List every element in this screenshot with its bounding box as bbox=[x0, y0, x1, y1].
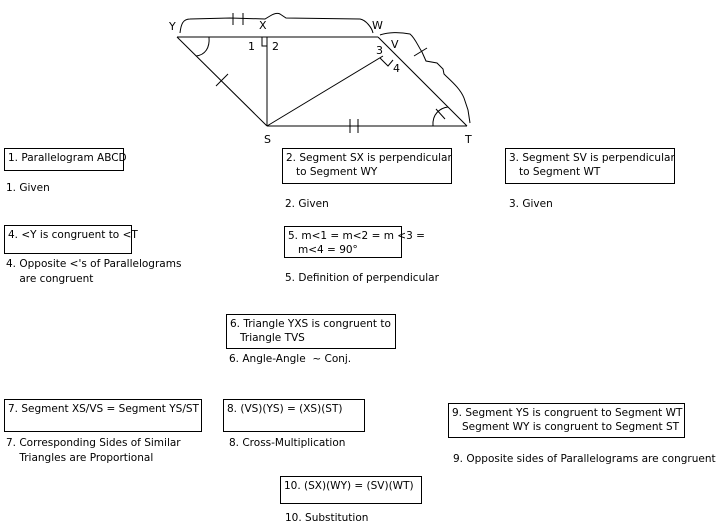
segment-WT bbox=[377, 36, 468, 127]
statement-10: 10. (SX)(WY) = (SV)(WT) bbox=[280, 476, 422, 504]
reason-8: 8. Cross-Multiplication bbox=[229, 437, 346, 449]
right-angle-mark-V bbox=[379, 57, 394, 67]
reason-7: 7. Corresponding Sides of Similar Triang… bbox=[6, 437, 181, 464]
brace-WT bbox=[379, 32, 471, 124]
segment-YS bbox=[176, 36, 268, 127]
segment-SV bbox=[266, 55, 384, 127]
reason-3: 3. Given bbox=[509, 198, 553, 210]
reason-9: 9. Opposite sides of Parallelograms are … bbox=[453, 453, 716, 465]
label-X: X bbox=[259, 19, 267, 32]
reason-5: 5. Definition of perpendicular bbox=[285, 272, 439, 284]
statement-9: 9. Segment YS is congruent to Segment WT… bbox=[448, 403, 685, 438]
label-S: S bbox=[264, 133, 271, 146]
right-angle-mark-X bbox=[261, 37, 267, 47]
statement-5: 5. m<1 = m<2 = m <3 = m<4 = 90° bbox=[284, 226, 425, 258]
reason-2: 2. Given bbox=[285, 198, 329, 210]
label-angle-2: 2 bbox=[272, 40, 279, 53]
label-angle-1: 1 bbox=[248, 40, 255, 53]
angle-tick-T bbox=[435, 108, 446, 120]
statement-6: 6. Triangle YXS is congruent to Triangle… bbox=[226, 314, 396, 349]
tick-YS bbox=[215, 73, 229, 87]
label-angle-4: 4 bbox=[393, 62, 400, 75]
statement-1: 1. Parallelogram ABCD bbox=[4, 148, 127, 171]
brace-tick-WT bbox=[413, 47, 428, 57]
angle-arc-T bbox=[432, 106, 449, 127]
angle-arc-Y bbox=[195, 36, 210, 57]
label-angle-3: 3 bbox=[376, 44, 383, 57]
statement-3: 3. Segment SV is perpendicular to Segmen… bbox=[505, 148, 675, 184]
statement-4: 4. <Y is congruent to <T bbox=[4, 225, 138, 254]
reason-6: 6. Angle-Angle ~ Conj. bbox=[229, 353, 352, 365]
label-V: V bbox=[391, 38, 399, 51]
reason-1: 1. Given bbox=[6, 182, 50, 194]
statement-2: 2. Segment SX is perpendicular to Segmen… bbox=[282, 148, 452, 184]
brace-YW bbox=[179, 12, 374, 34]
statement-8: 8. (VS)(YS) = (XS)(ST) bbox=[223, 399, 365, 432]
label-Y: Y bbox=[168, 20, 176, 33]
label-W: W bbox=[372, 19, 383, 32]
reason-10: 10. Substitution bbox=[285, 512, 369, 524]
statement-7: 7. Segment XS/VS = Segment YS/ST bbox=[4, 399, 202, 432]
label-T: T bbox=[464, 133, 472, 146]
parallelogram-diagram: Y X W V S T 1 2 3 4 bbox=[168, 12, 472, 146]
reason-4: 4. Opposite <'s of Parallelograms are co… bbox=[6, 258, 182, 285]
